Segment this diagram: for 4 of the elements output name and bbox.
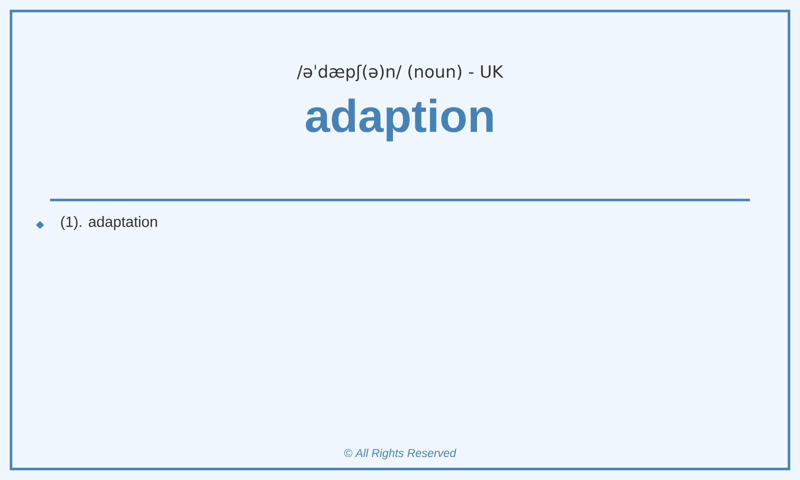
pronunciation: /əˈdæpʃ(ə)n/ (noun) - UK [296, 64, 504, 82]
headword: adaption [306, 98, 493, 142]
footer-text: © All Rights Reserved [344, 448, 456, 460]
definition-text: (1). adaptation [61, 216, 157, 230]
